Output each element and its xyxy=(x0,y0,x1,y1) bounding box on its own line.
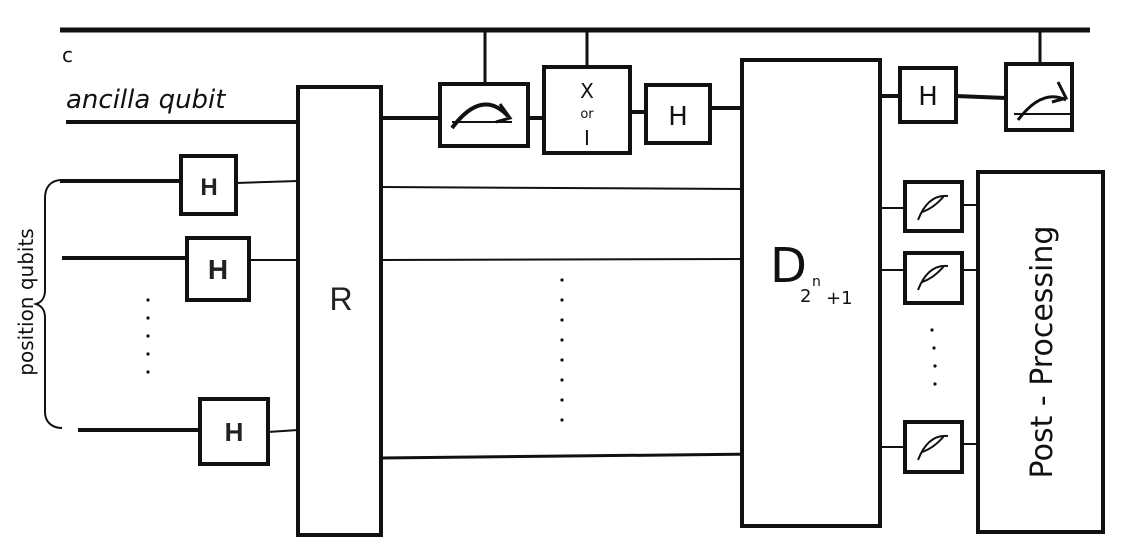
hadamard-gate-label: H xyxy=(668,102,688,132)
hadamard-gate-label: H xyxy=(200,174,217,201)
ancilla-wire xyxy=(66,94,1007,124)
reflection-gate-label: R xyxy=(329,281,352,317)
diffusion-subscript-base: 2 xyxy=(800,286,811,307)
position-label: position qubits xyxy=(14,228,38,375)
ancilla-hadamard-gate-2: H xyxy=(898,66,958,124)
diffusion-subscript-exponent: n xyxy=(812,274,821,290)
position-measurement-1 xyxy=(903,180,964,233)
ellipsis-dots-right xyxy=(930,328,937,386)
ellipsis-dots-left xyxy=(146,298,150,374)
position-measurement-3 xyxy=(903,420,964,474)
diffusion-gate-label: D xyxy=(770,238,807,294)
ancilla-hadamard-gate-1: H xyxy=(644,83,712,145)
x-gate-label: X xyxy=(580,79,594,103)
diffusion-gate: D 2 n +1 xyxy=(740,58,882,528)
reflection-gate: R xyxy=(296,85,383,537)
x-or-i-gate: X or I xyxy=(542,30,632,155)
post-processing-label: Post - Processing xyxy=(1025,226,1060,479)
position-brace xyxy=(32,179,63,429)
ancilla-label: ancilla qubit xyxy=(66,85,226,115)
position-measurement-2 xyxy=(903,251,964,305)
hadamard-gate-2: H xyxy=(185,236,251,302)
hadamard-gate-label: H xyxy=(225,417,244,447)
or-label: or xyxy=(580,107,594,122)
identity-label: I xyxy=(584,126,590,150)
hadamard-gate-3: H xyxy=(198,397,270,466)
hadamard-gate-label: H xyxy=(208,254,228,285)
position-wires xyxy=(60,179,978,460)
post-processing-block: Post - Processing xyxy=(976,170,1105,534)
diffusion-subscript-tail: +1 xyxy=(826,288,853,309)
ancilla-measurement-1 xyxy=(438,30,530,148)
hadamard-gate-1: H xyxy=(179,154,238,216)
ancilla-measurement-2 xyxy=(1004,30,1074,132)
classical-register-label: c xyxy=(62,43,73,67)
hadamard-gate-label: H xyxy=(918,82,938,112)
ellipsis-dots-middle xyxy=(560,278,564,422)
